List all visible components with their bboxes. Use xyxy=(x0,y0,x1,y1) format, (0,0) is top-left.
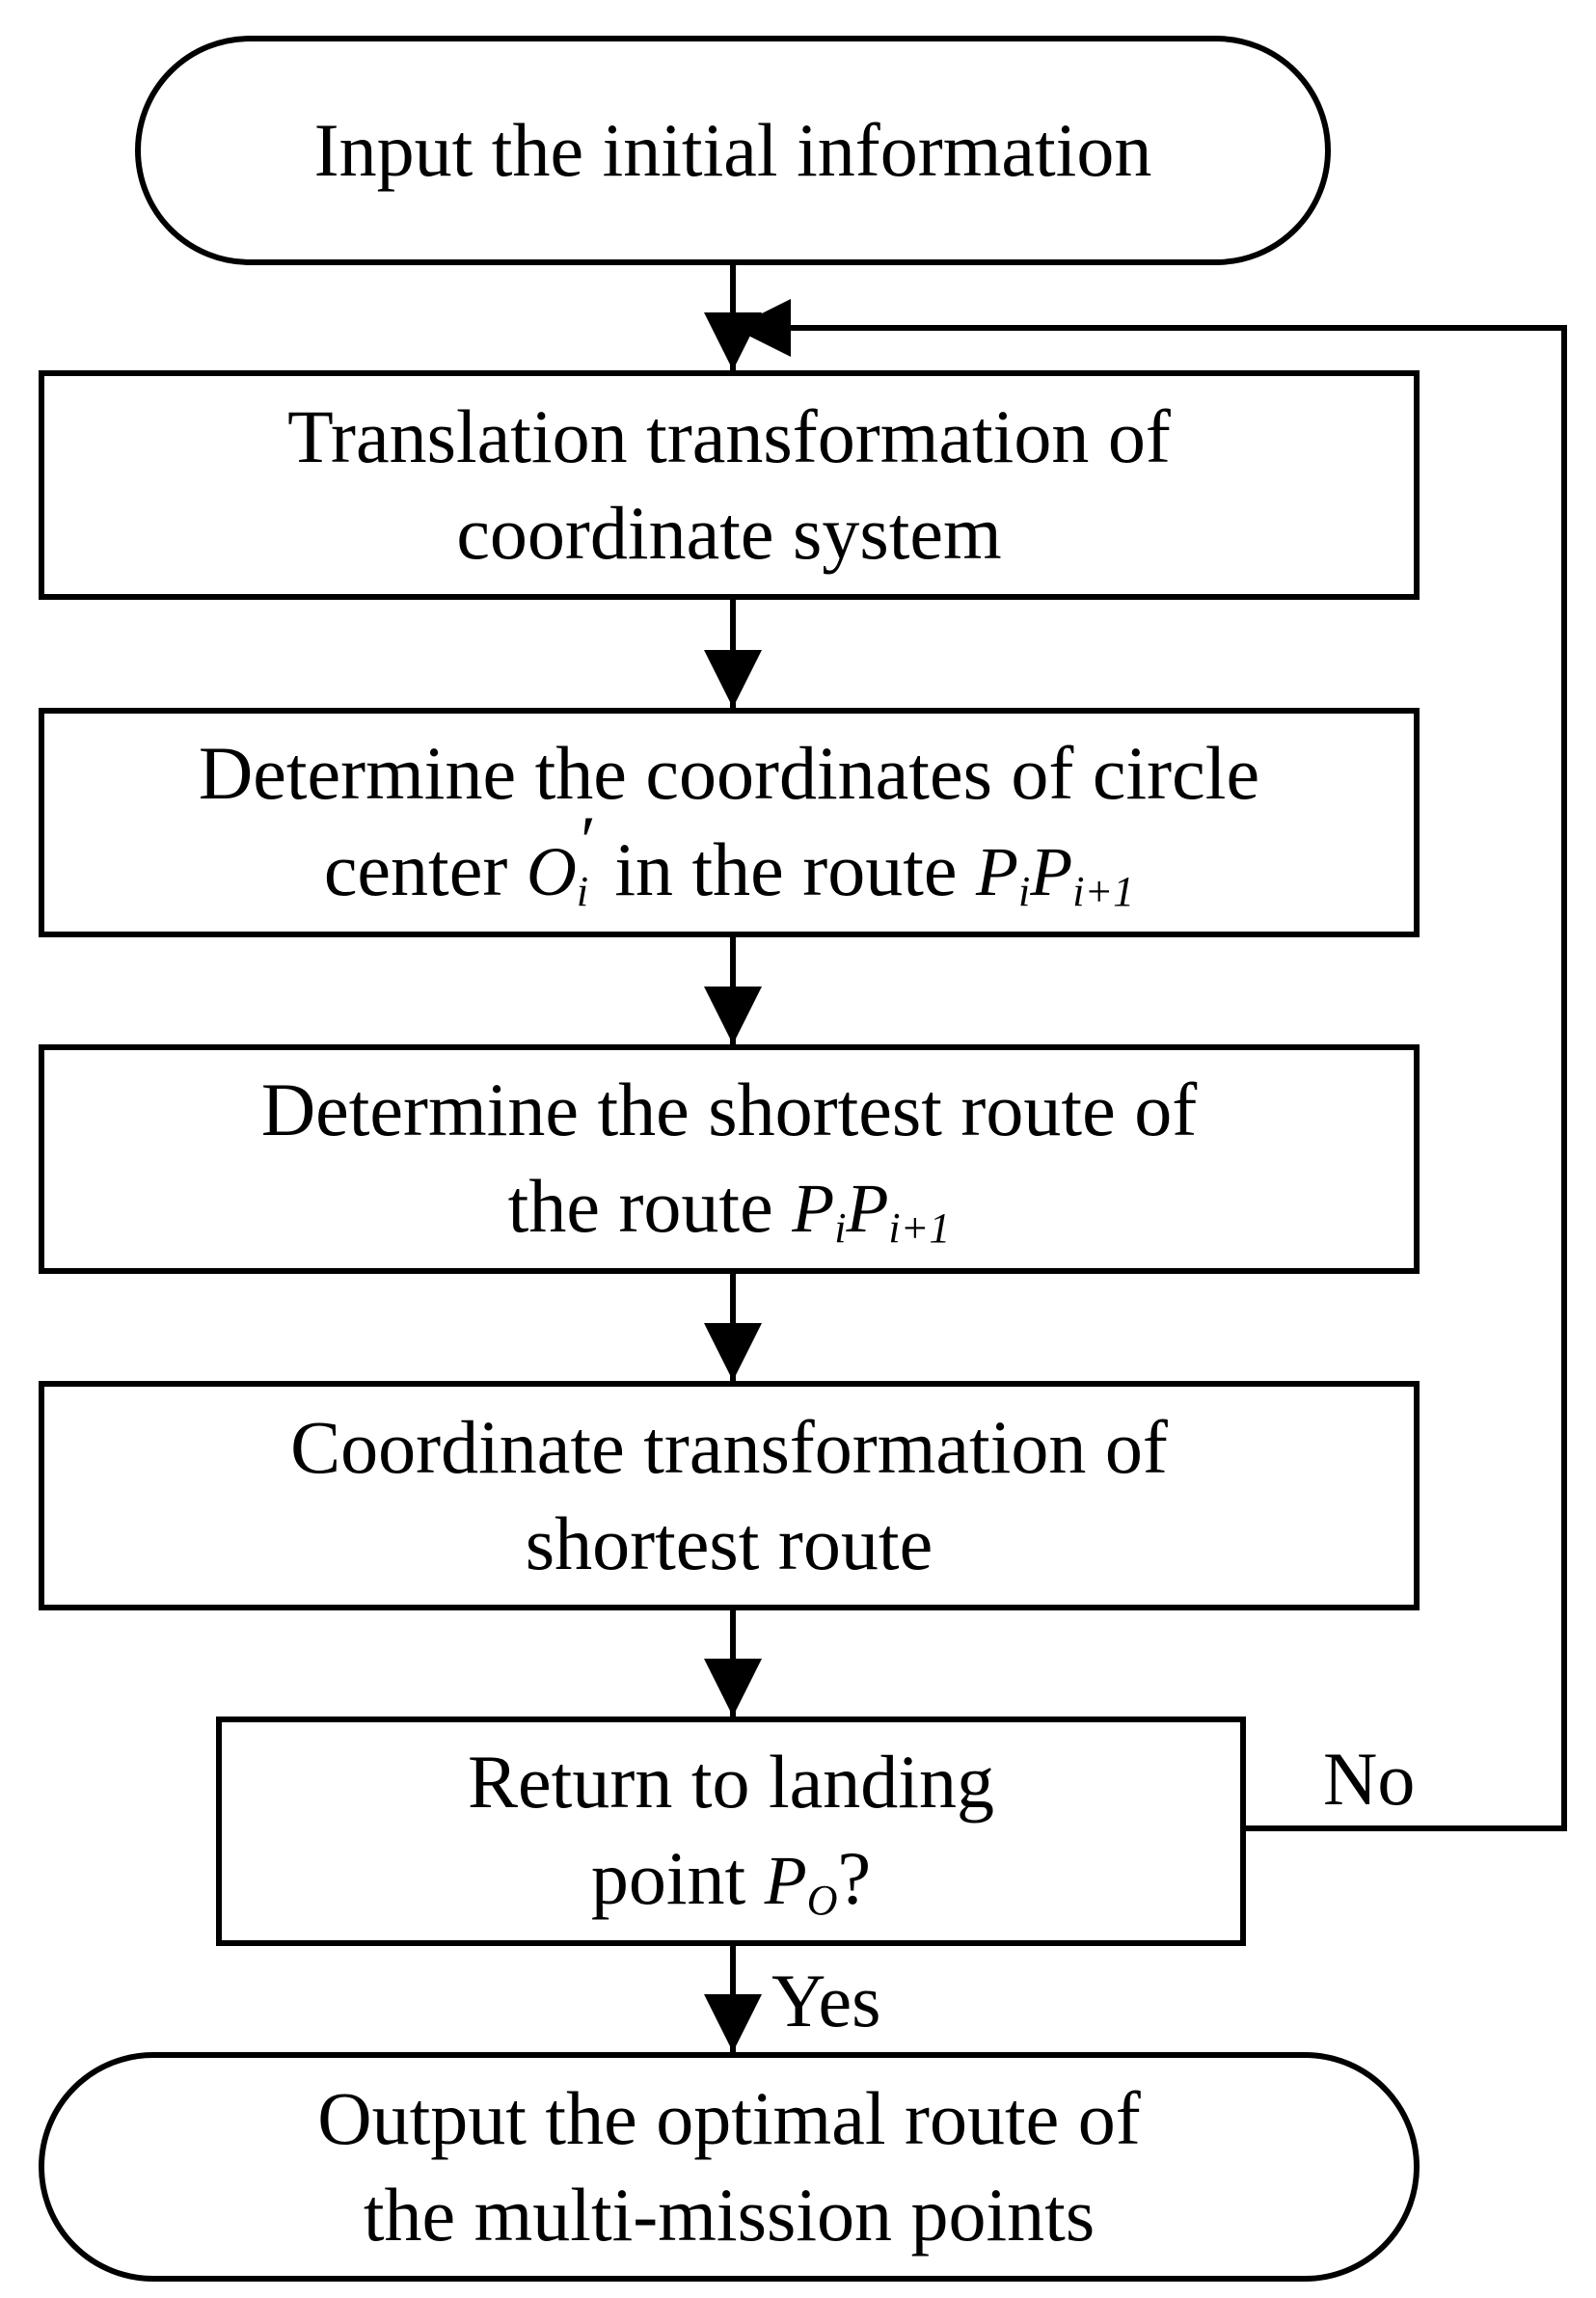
end-line-2: the multi-mission points xyxy=(363,2173,1096,2257)
shortest-process-box: Determine the shortest route of the rout… xyxy=(39,1044,1420,1274)
center-line-2-middle: in the route xyxy=(595,827,977,911)
translate-line-2: coordinate system xyxy=(456,491,1002,575)
decision-line-2: point PO? xyxy=(591,1830,871,1929)
center-line-1: Determine the coordinates of circle xyxy=(198,731,1260,815)
decision-question-mark: ? xyxy=(837,1836,872,1920)
end-line-1: Output the optimal route of xyxy=(317,2076,1141,2160)
coord-process-box: Coordinate transformation of shortest ro… xyxy=(39,1381,1420,1610)
circle-center-symbol: Oi′ xyxy=(526,801,596,915)
translate-line-1: Translation transformation of xyxy=(287,394,1171,478)
loop-back-no-path xyxy=(733,299,1567,1831)
decision-line-2-prefix: point xyxy=(590,1836,765,1920)
start-terminal: Input the initial information xyxy=(135,36,1331,265)
coord-line-2: shortest route xyxy=(525,1501,933,1585)
coord-line-1: Coordinate transformation of xyxy=(290,1405,1168,1489)
translate-process-box: Translation transformation of coordinate… xyxy=(39,370,1420,600)
landing-point-symbol: PO xyxy=(764,1842,838,1924)
no-label: No xyxy=(1323,1737,1416,1821)
center-line-2: center Oi′ in the route PiPi+1 xyxy=(323,801,1135,920)
center-line-2-prefix: center xyxy=(323,827,527,911)
decision-line-1: Return to landing xyxy=(468,1740,994,1824)
yes-label: Yes xyxy=(771,1959,881,2042)
route-symbol: PiPi+1 xyxy=(976,833,1135,915)
route-symbol: PiPi+1 xyxy=(792,1170,951,1252)
shortest-line-1: Determine the shortest route of xyxy=(260,1068,1198,1151)
shortest-line-2-prefix: the route xyxy=(507,1164,793,1248)
decision-box: Return to landing point PO? xyxy=(216,1717,1246,1946)
start-text: Input the initial information xyxy=(313,108,1152,192)
center-process-box: Determine the coordinates of circle cent… xyxy=(39,708,1420,937)
shortest-line-2: the route PiPi+1 xyxy=(508,1158,951,1257)
end-terminal: Output the optimal route of the multi-mi… xyxy=(39,2052,1420,2282)
